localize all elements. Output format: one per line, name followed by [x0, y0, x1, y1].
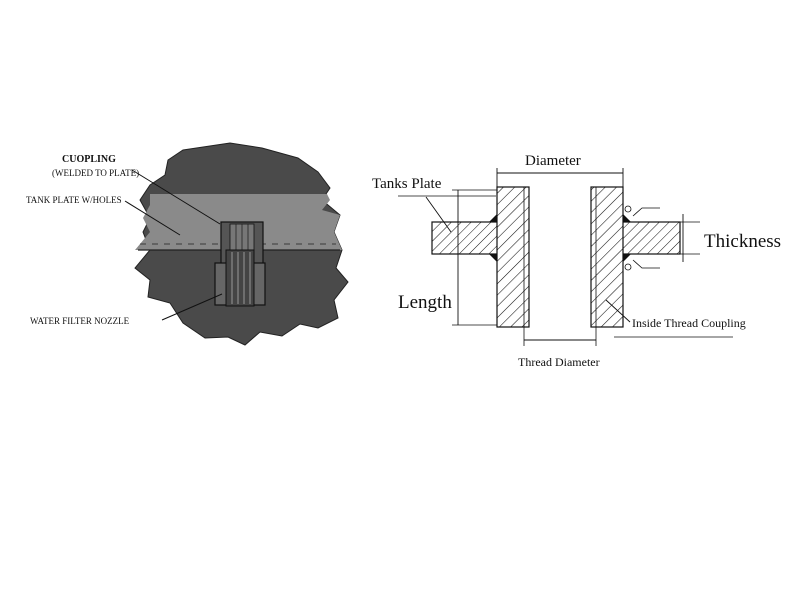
nozzle-leader [161, 293, 223, 321]
coupling-label: CUOPLING [62, 154, 116, 165]
diameter-label: Diameter [525, 153, 581, 169]
nozzle-illustration [214, 249, 266, 307]
weld-symbol-bottom [632, 259, 660, 269]
inside-thread-leader [605, 299, 631, 323]
left-detail: CUOPLING (WELDED TO PLATE) TANK PLATE W/… [26, 142, 349, 346]
tanks-plate-label: Tanks Plate [372, 176, 442, 192]
weld-top-right [623, 214, 631, 222]
length-label: Length [398, 292, 452, 313]
tank-plate-right [621, 221, 681, 255]
inside-thread-label: Inside Thread Coupling [632, 316, 746, 330]
tanks-plate-leader [425, 196, 452, 233]
weld-top-left [489, 214, 497, 222]
weld-symbol-top [632, 207, 660, 217]
coupling-leader [131, 169, 221, 225]
nozzle-label: WATER FILTER NOZZLE [30, 316, 130, 326]
thread-diameter-label: Thread Diameter [518, 355, 600, 369]
coupling-note-label: (WELDED TO PLATE) [52, 168, 139, 178]
right-detail: Diameter Tanks Plate Length Thickness In… [372, 153, 781, 369]
tank-plate-leader [124, 200, 181, 236]
weld-bottom-right [623, 254, 631, 262]
thickness-label: Thickness [704, 231, 781, 252]
tank-plate-label: TANK PLATE W/HOLES [26, 195, 122, 205]
weld-bottom-left [489, 254, 497, 262]
tank-plate-left [431, 221, 499, 255]
